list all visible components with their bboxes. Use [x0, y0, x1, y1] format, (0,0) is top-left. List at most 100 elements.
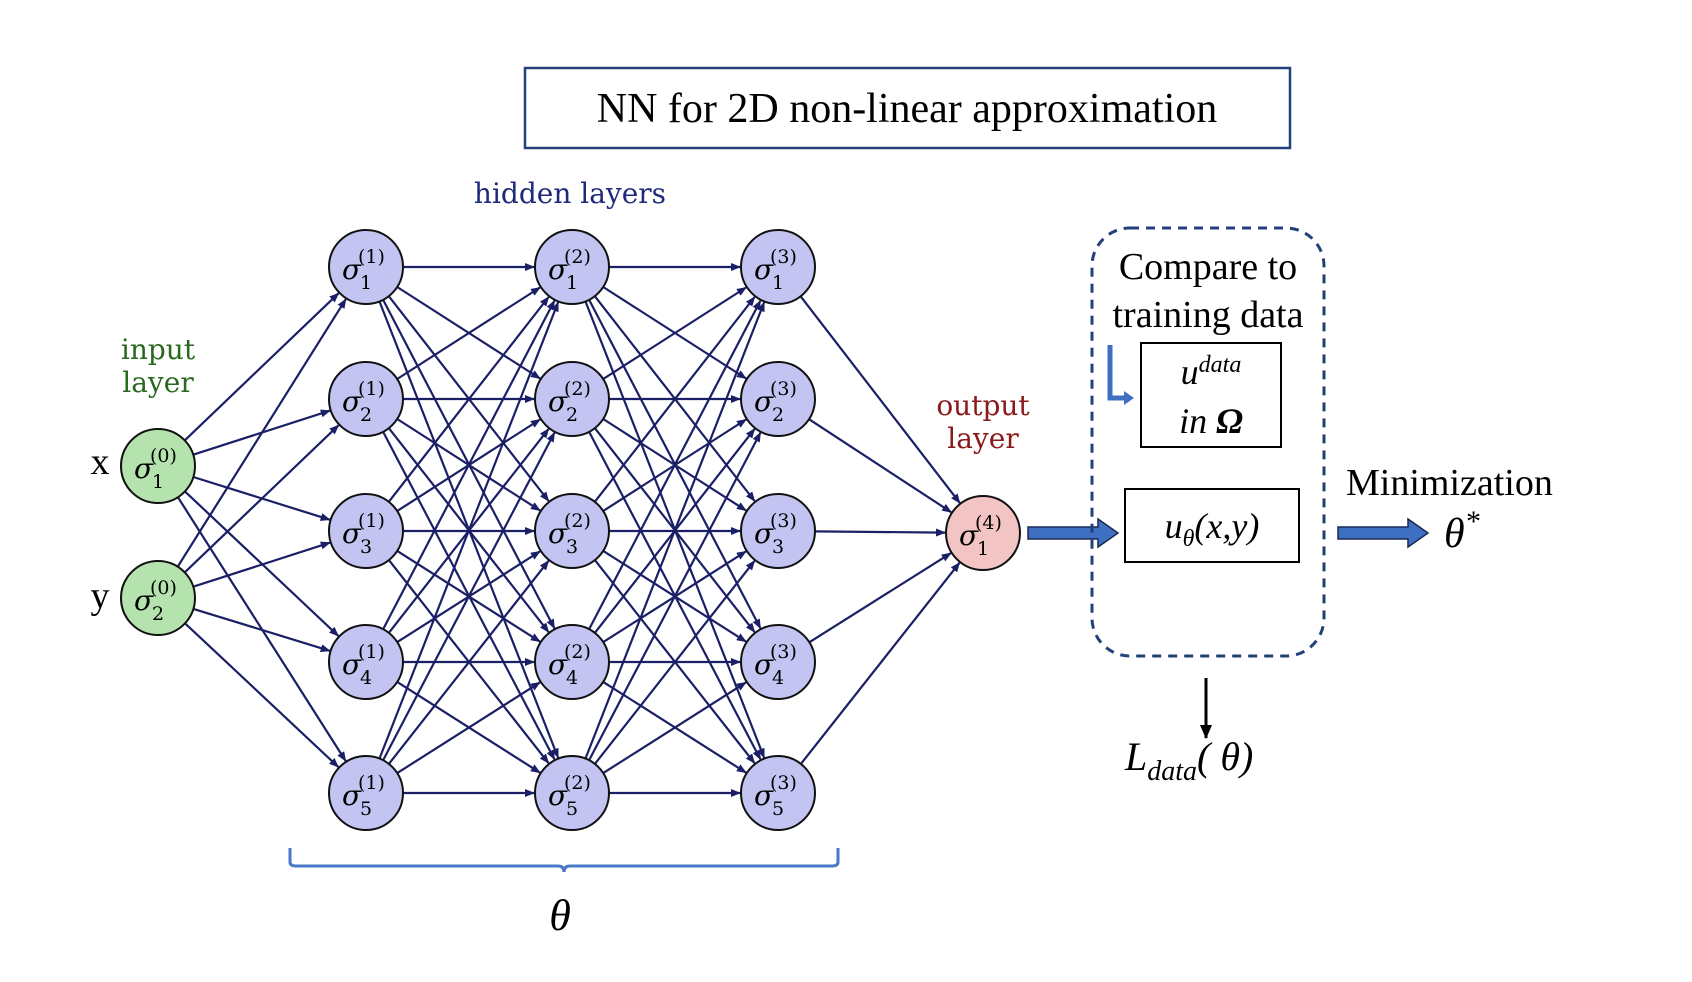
edge-l2n5-to-l3n3 [594, 560, 756, 765]
neuron-input-1: σ1(0) [120, 428, 196, 504]
neuron-layer-index: (4) [975, 512, 1002, 534]
u-theta-args: (x,y) [1194, 506, 1259, 546]
neuron-index: 3 [772, 536, 784, 558]
neuron-index: 3 [566, 536, 578, 558]
neuron-layer-index: (1) [358, 246, 385, 268]
theta-star-base: θ [1444, 511, 1465, 557]
input-layer-label-line1: input [121, 333, 196, 366]
svg-text:in Ω: in Ω [1179, 401, 1243, 441]
neuron-circle [328, 229, 404, 305]
output-layer-label-line1: output [936, 389, 1030, 422]
neuron-circle [740, 493, 816, 569]
parameters-brace [288, 848, 840, 873]
neuron-layer-index: (2) [564, 641, 591, 663]
neuron-label: σ [548, 517, 568, 550]
neuron-circle [328, 755, 404, 831]
title-box: NN for 2D non-linear approximation [523, 66, 1292, 150]
edge-l0n1-to-l1n1 [183, 292, 340, 442]
edge-l2n5-to-l3n2 [588, 431, 762, 761]
neuron-hidden1-5: σ5(1) [328, 755, 404, 831]
edge-l2n5-to-l3n1 [584, 301, 766, 759]
neuron-index: 1 [566, 272, 578, 294]
neuron-circle [740, 229, 816, 305]
neuron-index: 5 [566, 798, 578, 820]
neurons: σ1(0)σ2(0)σ1(1)σ2(1)σ3(1)σ4(1)σ5(1)σ1(2)… [120, 229, 1021, 831]
neuron-label: σ [342, 779, 362, 812]
u-data-sup: data [1199, 352, 1242, 378]
svg-text:uθ(x,y): uθ(x,y) [1165, 506, 1260, 552]
edge-l1n4-to-l2n1 [382, 299, 556, 630]
neuron-hidden1-4: σ4(1) [328, 624, 404, 700]
connection-arrows [176, 263, 961, 797]
prediction-box: uθ(x,y) [1124, 488, 1300, 563]
neuron-hidden2-1: σ1 (2) [534, 229, 610, 305]
neuron-index: 3 [360, 536, 372, 558]
svg-text:θ*: θ* [1444, 505, 1480, 557]
u-theta-base: u [1165, 506, 1183, 546]
input-layer-label-line2: layer [122, 366, 194, 399]
neuron-hidden3-4: σ4(3) [740, 624, 816, 700]
neuron-hidden3-3: σ3 (3) [740, 493, 816, 569]
neuron-layer-index: (2) [564, 246, 591, 268]
neuron-label: σ [754, 648, 774, 681]
neuron-layer-index: (3) [770, 246, 797, 268]
edge-l1n5-to-l2n4 [396, 681, 541, 775]
edge-l2n5-to-l3n4 [602, 681, 747, 775]
edge-l2n3-to-l3n1 [593, 296, 756, 503]
output-to-prediction-arrow [1027, 517, 1120, 549]
edge-l3n5-to-l4n1 [800, 562, 961, 765]
theta-star-sup: * [1465, 505, 1480, 538]
neuron-circle [534, 493, 610, 569]
edge-l2n2-to-l3n1 [602, 286, 747, 380]
neuron-circle [740, 361, 816, 437]
neuron-label: σ [134, 584, 154, 617]
neuron-index: 1 [977, 538, 989, 560]
u-theta-sub: θ [1183, 526, 1195, 552]
neuron-input-2: σ2 (0) [120, 560, 196, 636]
edge-l0n2-to-l1n5 [184, 622, 340, 768]
neuron-hidden3-1: σ1(3) [740, 229, 816, 305]
neuron-circle [534, 361, 610, 437]
neuron-label: σ [754, 517, 774, 550]
compare-label-line2: training data [1113, 294, 1304, 336]
neuron-layer-index: (0) [150, 577, 177, 599]
neuron-circle [740, 624, 816, 700]
diagram-title: NN for 2D non-linear approximation [597, 86, 1218, 132]
compare-label-line1: Compare to [1119, 246, 1297, 288]
neuron-index: 2 [152, 603, 164, 625]
neuron-output-1: σ1(4) [945, 495, 1021, 571]
neuron-index: 4 [566, 667, 578, 689]
omega-symbol: Ω [1216, 401, 1243, 441]
neuron-layer-index: (2) [564, 510, 591, 532]
neuron-label: σ [754, 779, 774, 812]
edge-l3n2-to-l4n1 [808, 418, 953, 514]
neuron-label: σ [342, 517, 362, 550]
neuron-label: σ [342, 648, 362, 681]
bent-arrow-icon [1107, 345, 1134, 405]
neuron-circle [328, 493, 404, 569]
training-data-box: udata in Ω [1140, 342, 1282, 448]
neuron-label: σ [548, 253, 568, 286]
neuron-circle [945, 495, 1021, 571]
minimization-label: Minimization [1346, 462, 1553, 504]
hidden-layers-label: hidden layers [474, 177, 666, 210]
neuron-hidden3-5: σ5(3) [740, 755, 816, 831]
neuron-index: 5 [772, 798, 784, 820]
neuron-label: σ [548, 779, 568, 812]
neuron-hidden2-3: σ3 (2) [534, 493, 610, 569]
edge-l1n5-to-l2n2 [382, 431, 556, 761]
output-layer-label-line2: layer [947, 422, 1019, 455]
neuron-label: σ [342, 385, 362, 418]
minimization-arrow [1337, 517, 1430, 549]
edge-l0n2-to-l1n2 [183, 424, 340, 574]
neuron-hidden1-3: σ3(1) [328, 493, 404, 569]
neuron-layer-index: (3) [770, 510, 797, 532]
neuron-index: 2 [772, 404, 784, 426]
neuron-label: σ [548, 385, 568, 418]
edge-l3n4-to-l4n1 [808, 552, 952, 644]
edge-l1n2-to-l2n1 [396, 286, 541, 380]
loss-args: ( θ) [1197, 734, 1253, 779]
neuron-circle [534, 624, 610, 700]
neuron-label: σ [754, 385, 774, 418]
